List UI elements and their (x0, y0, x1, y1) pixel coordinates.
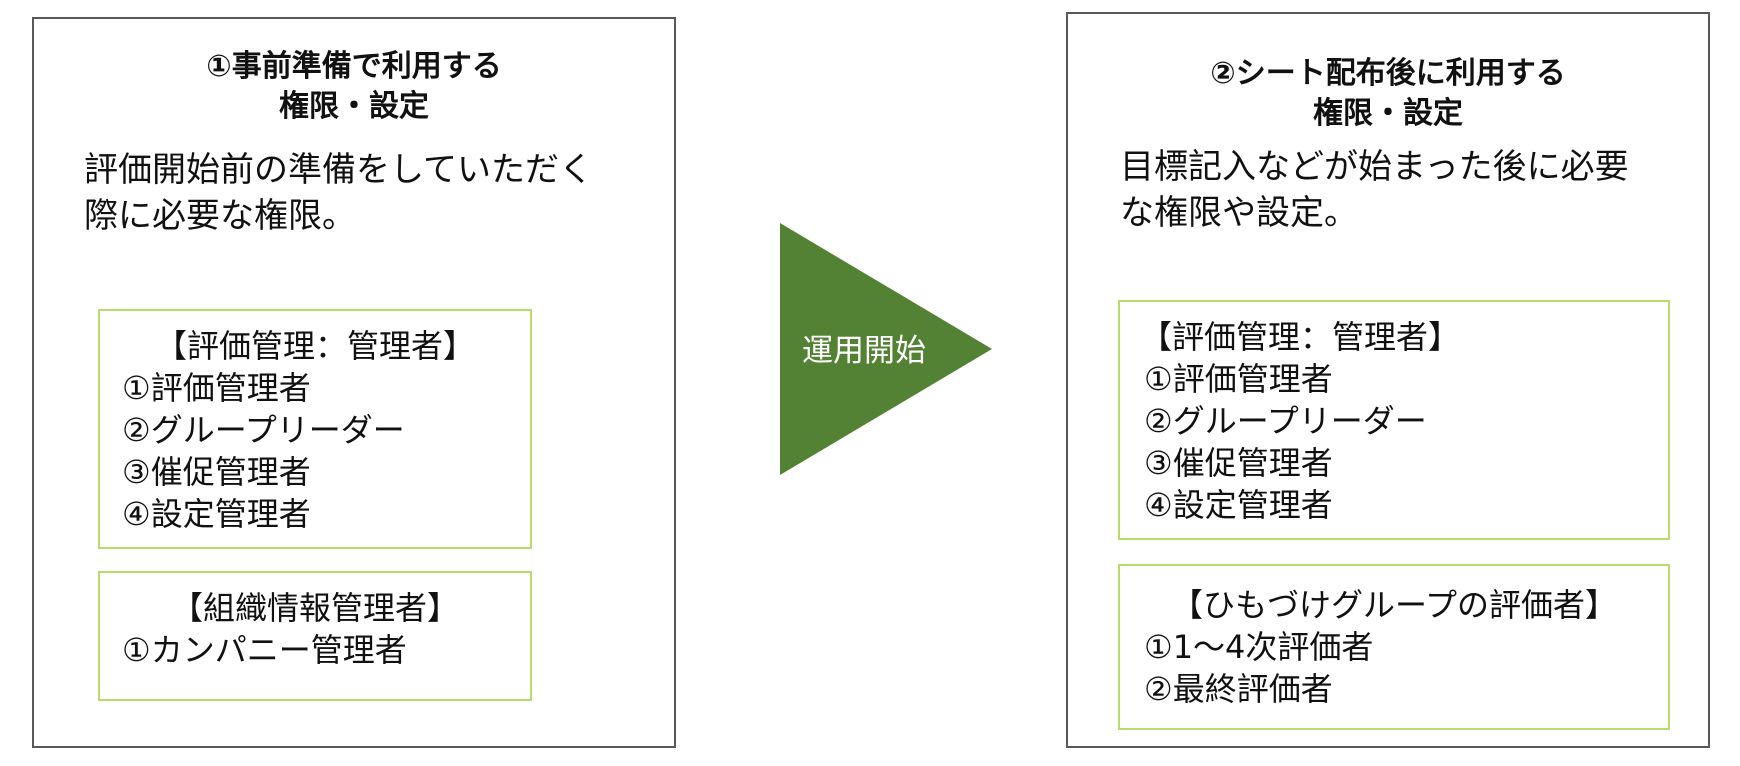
list-item: ③催促管理者 (1144, 444, 1333, 482)
left-panel-description-line-1: 評価開始前の準備をしていただく (84, 150, 593, 190)
right-panel-description: 目標記入などが始まった後に必要 な権限や設定。 (1120, 144, 1629, 236)
left-panel: ①事前準備で利用する 権限・設定 評価開始前の準備をしていただく 際に必要な権限… (32, 17, 676, 748)
left-box-eval-admin-heading: 【評価管理：管理者】 (154, 327, 475, 365)
right-panel-title: ②シート配布後に利用する 権限・設定 (1068, 54, 1708, 134)
list-item: ①カンパニー管理者 (122, 631, 407, 669)
list-item: ④設定管理者 (1144, 486, 1333, 524)
right-panel-description-line-2: な権限や設定。 (1120, 193, 1358, 233)
list-item: ②グループリーダー (1144, 402, 1427, 440)
left-panel-description: 評価開始前の準備をしていただく 際に必要な権限。 (84, 147, 593, 239)
left-panel-description-line-2: 際に必要な権限。 (84, 196, 356, 236)
list-item: ②グループリーダー (122, 411, 405, 449)
right-panel-title-line-1: ②シート配布後に利用する (1210, 56, 1566, 91)
right-box-linked-group-list: ①1～4次評価者 ②最終評価者 (1144, 626, 1373, 710)
left-panel-title-line-2: 権限・設定 (279, 89, 429, 124)
left-box-org-admin-heading: 【組織情報管理者】 (170, 589, 459, 627)
right-box-eval-admin: 【評価管理：管理者】 ①評価管理者 ②グループリーダー ③催促管理者 ④設定管理… (1118, 300, 1670, 540)
list-item: ②最終評価者 (1144, 670, 1333, 708)
list-item: ④設定管理者 (122, 495, 311, 533)
left-box-eval-admin-list: ①評価管理者 ②グループリーダー ③催促管理者 ④設定管理者 (122, 367, 405, 535)
arrow-label: 運用開始 (802, 333, 926, 369)
list-item: ①評価管理者 (1144, 360, 1333, 398)
left-box-org-admin-list: ①カンパニー管理者 (122, 629, 407, 671)
transition-arrow: 運用開始 (780, 223, 992, 475)
left-panel-title: ①事前準備で利用する 権限・設定 (34, 47, 674, 127)
arrow-triangle-shape (780, 223, 992, 475)
right-box-eval-admin-heading: 【評価管理：管理者】 (1139, 318, 1460, 356)
right-panel: ②シート配布後に利用する 権限・設定 目標記入などが始まった後に必要 な権限や設… (1066, 12, 1710, 748)
list-item: ③催促管理者 (122, 453, 311, 491)
list-item: ①評価管理者 (122, 369, 311, 407)
left-box-eval-admin: 【評価管理：管理者】 ①評価管理者 ②グループリーダー ③催促管理者 ④設定管理… (98, 309, 532, 549)
left-panel-title-line-1: ①事前準備で利用する (206, 49, 502, 84)
left-box-org-admin: 【組織情報管理者】 ①カンパニー管理者 (98, 571, 532, 701)
right-box-linked-group-heading: 【ひもづけグループの評価者】 (1170, 586, 1618, 624)
list-item: ①1～4次評価者 (1144, 628, 1374, 666)
right-panel-description-line-1: 目標記入などが始まった後に必要 (1120, 147, 1629, 187)
right-box-linked-group-evaluators: 【ひもづけグループの評価者】 ①1～4次評価者 ②最終評価者 (1118, 564, 1670, 730)
right-panel-title-line-2: 権限・設定 (1313, 96, 1463, 131)
right-box-eval-admin-list: ①評価管理者 ②グループリーダー ③催促管理者 ④設定管理者 (1144, 358, 1427, 526)
